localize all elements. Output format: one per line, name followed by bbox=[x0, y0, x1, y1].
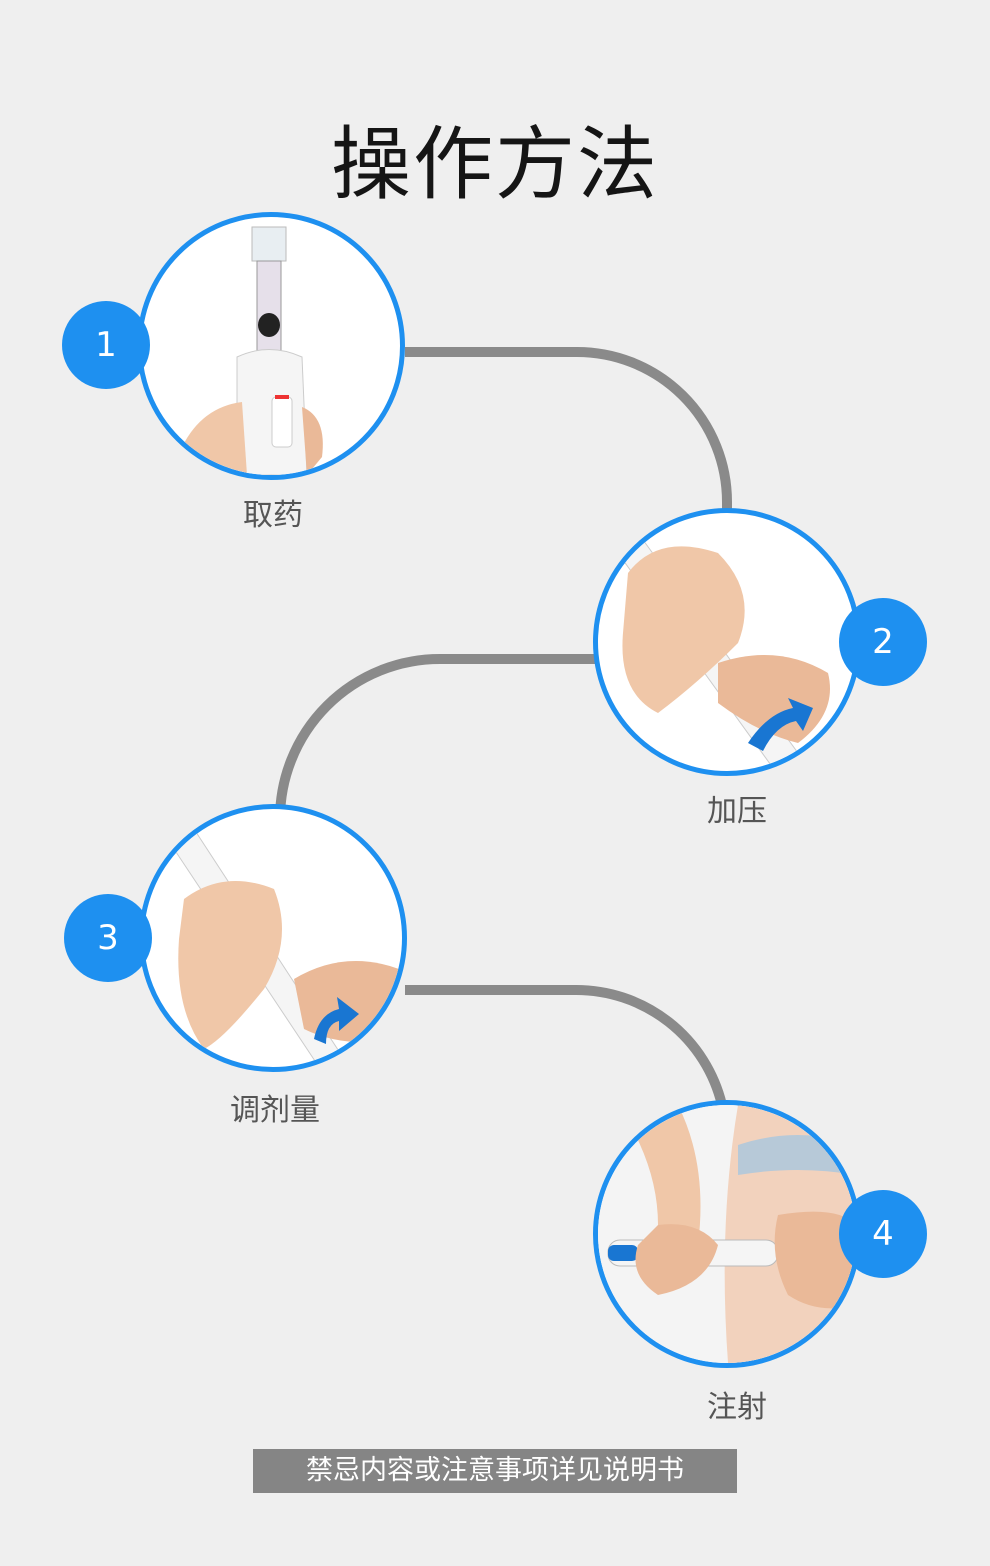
step-4-photo bbox=[593, 1100, 861, 1368]
step-1-badge: 1 bbox=[62, 301, 150, 389]
connector-2-3 bbox=[275, 654, 596, 820]
page-title: 操作方法 bbox=[331, 118, 659, 211]
step-4-badge: 4 bbox=[839, 1190, 927, 1278]
notice-banner: 禁忌内容或注意事项详见说明书 bbox=[253, 1449, 737, 1493]
step-1-photo bbox=[137, 212, 405, 480]
step-2-photo bbox=[593, 508, 861, 776]
connector-3-4 bbox=[405, 984, 727, 1107]
step-3-photo bbox=[139, 804, 407, 1072]
step-1-label: 取药 bbox=[243, 498, 303, 533]
step-3-label: 调剂量 bbox=[230, 1093, 320, 1128]
step-2-badge: 2 bbox=[839, 598, 927, 686]
step-3-badge: 3 bbox=[64, 894, 152, 982]
step-2-label: 加压 bbox=[707, 794, 767, 829]
step-4-label: 注射 bbox=[707, 1390, 767, 1425]
connector-1-2 bbox=[405, 346, 732, 512]
